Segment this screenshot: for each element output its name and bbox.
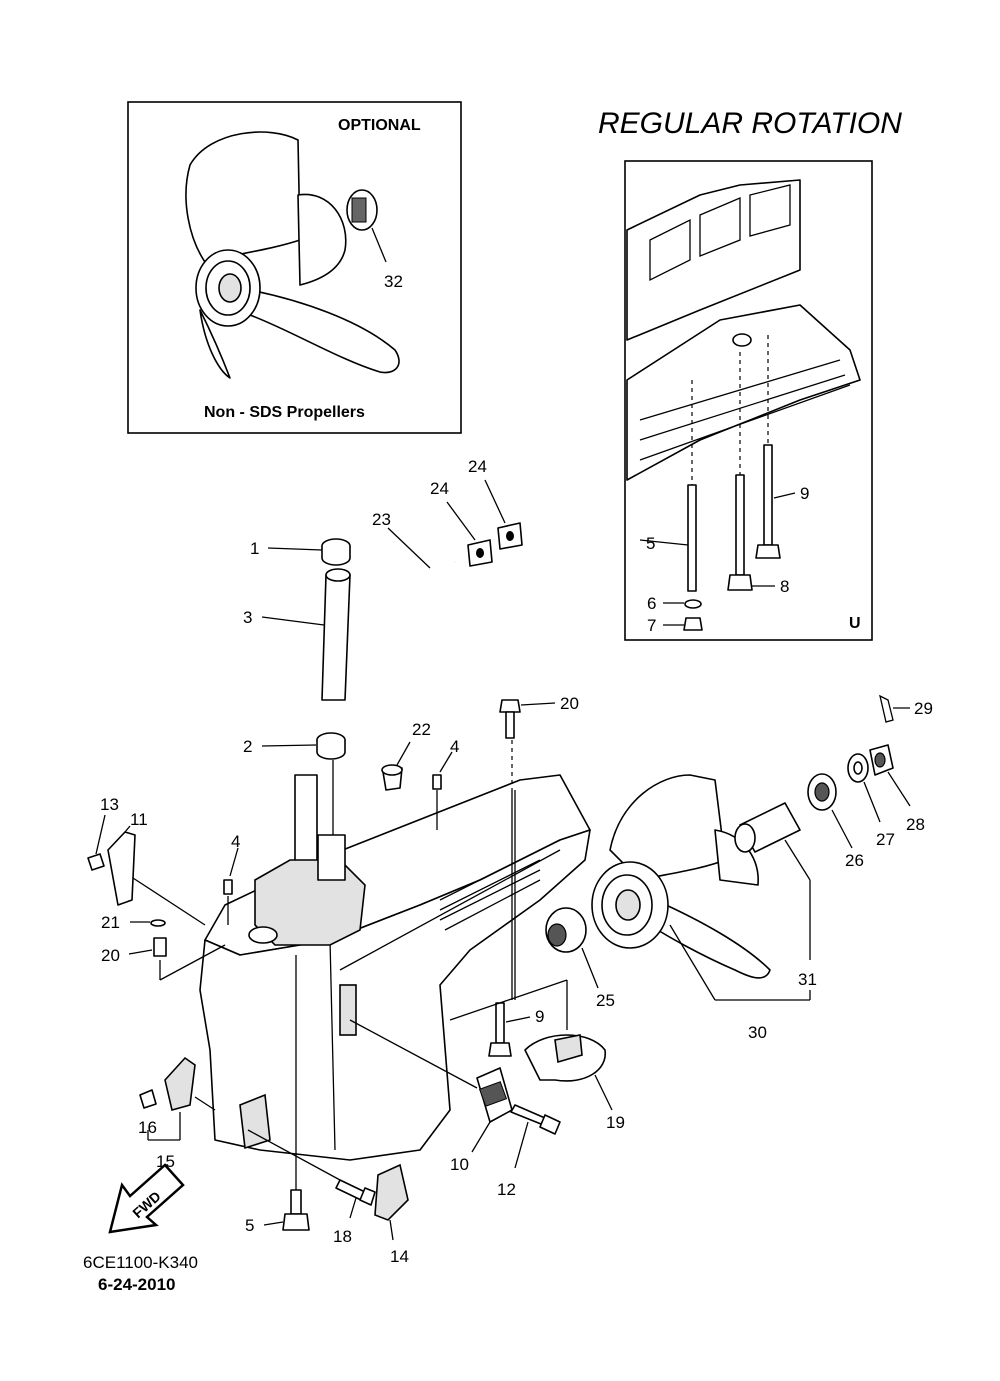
callout-18: 19 [606, 1113, 625, 1132]
lower-unit-housing [199, 774, 591, 1161]
optional-propeller-drawing: 32 [185, 131, 403, 379]
part-19-bolt: 20 [499, 694, 579, 1000]
callout-9: 9 [535, 1007, 544, 1026]
callout-31: 31 [798, 970, 817, 989]
callout-32: 32 [384, 272, 403, 291]
callout-15: 15 [156, 1152, 175, 1171]
inset-box: 5 8 9 6 7 U [624, 160, 873, 641]
callout-28: 28 [906, 815, 925, 834]
part-31-bushing: 31 [734, 802, 817, 989]
part-16-nut: 16 [138, 1089, 157, 1137]
callout-30: 30 [748, 1023, 767, 1042]
part-5-bolt: 5 [245, 955, 310, 1235]
callout-24-a: 24 [430, 479, 449, 498]
callout-19: 20 [560, 694, 579, 713]
part-11-bracket: 11 [107, 810, 206, 926]
part-32-spacer: 32 [346, 189, 403, 291]
inset-callout-8: 8 [780, 577, 789, 596]
callout-23: 23 [372, 510, 391, 529]
part-13-nut: 13 [87, 795, 119, 871]
part-12-bolt: 12 [497, 1104, 561, 1199]
callout-11: 11 [130, 810, 148, 829]
inset-bolt-8: 8 [727, 474, 789, 596]
callout-10: 10 [450, 1155, 469, 1174]
part-26-spacer: 26 [807, 773, 864, 870]
part-14-cover: 14 [374, 1163, 409, 1266]
callout-3: 3 [243, 608, 252, 627]
part-3-water-tube: 3 [243, 568, 351, 701]
callout-16: 16 [138, 1118, 157, 1137]
inset-callout-5: 5 [646, 534, 655, 553]
part-10-anode: 10 [349, 1019, 513, 1174]
callout-4-b: 4 [231, 832, 240, 851]
inset-bolt-9: 9 [755, 444, 809, 559]
callout-20: 20 [101, 946, 120, 965]
non-sds-caption: Non - SDS Propellers [204, 404, 365, 421]
callout-21: 21 [101, 913, 120, 932]
part-29-cotter-pin: 29 [879, 694, 933, 723]
callout-1: 1 [250, 539, 259, 558]
inset-callout-9: 9 [800, 484, 809, 503]
callout-22: 22 [412, 720, 431, 739]
callout-24-b: 24 [468, 457, 487, 476]
inset-callout-6: 6 [647, 594, 656, 613]
callout-25: 25 [596, 991, 615, 1010]
part-23-tube: 23 [372, 510, 457, 760]
part-25-spacer: 25 [545, 907, 615, 1010]
callout-17: 18 [333, 1227, 352, 1246]
part-4-dowel-b: 4 [223, 832, 240, 925]
part-1-grommet: 1 [250, 538, 351, 566]
callout-14: 14 [390, 1247, 409, 1266]
inset-housing-drawing [626, 179, 861, 481]
part-18-trim-tab: 19 [449, 979, 625, 1132]
part-24-clip-b: 24 [468, 457, 523, 550]
part-20-fitting: 20 [101, 937, 226, 981]
inset-washer-6: 6 [647, 594, 702, 613]
part-2-grommet: 2 [243, 732, 346, 760]
inset-nut-7: 7 [647, 616, 703, 635]
callout-26: 26 [845, 851, 864, 870]
part-28-nut: 28 [869, 744, 925, 834]
callout-2: 2 [243, 737, 252, 756]
callout-29: 29 [914, 699, 933, 718]
inset-bolt-5: 5 [639, 484, 697, 592]
part-4-dowel-a: 4 [432, 737, 459, 830]
optional-label: OPTIONAL [338, 117, 421, 134]
part-17-screw: 18 [247, 1129, 376, 1246]
diagram-title: REGULAR ROTATION [598, 107, 902, 140]
diagram-code: 6CE1100-K340 [83, 1253, 198, 1272]
part-30-propeller: 30 [591, 774, 811, 1042]
part-22-fitting: 22 [381, 720, 431, 791]
inset-corner-label: U [849, 615, 861, 632]
diagram-date: 6-24-2010 [98, 1275, 176, 1294]
part-24-clip-a: 24 [430, 479, 493, 567]
callout-5: 5 [245, 1216, 254, 1235]
part-21-oring: 21 [101, 913, 166, 932]
optional-propeller-box: OPTIONAL Non - SDS Propellers 32 [127, 101, 462, 434]
callout-13: 13 [100, 795, 119, 814]
part-27-washer: 27 [847, 753, 895, 849]
inset-callout-7: 7 [647, 616, 656, 635]
callout-4-a: 4 [450, 737, 459, 756]
part-15-anode: 15 [147, 1056, 216, 1171]
callout-27: 27 [876, 830, 895, 849]
fwd-arrow-icon: FWD [108, 1163, 185, 1234]
callout-12: 12 [497, 1180, 516, 1199]
